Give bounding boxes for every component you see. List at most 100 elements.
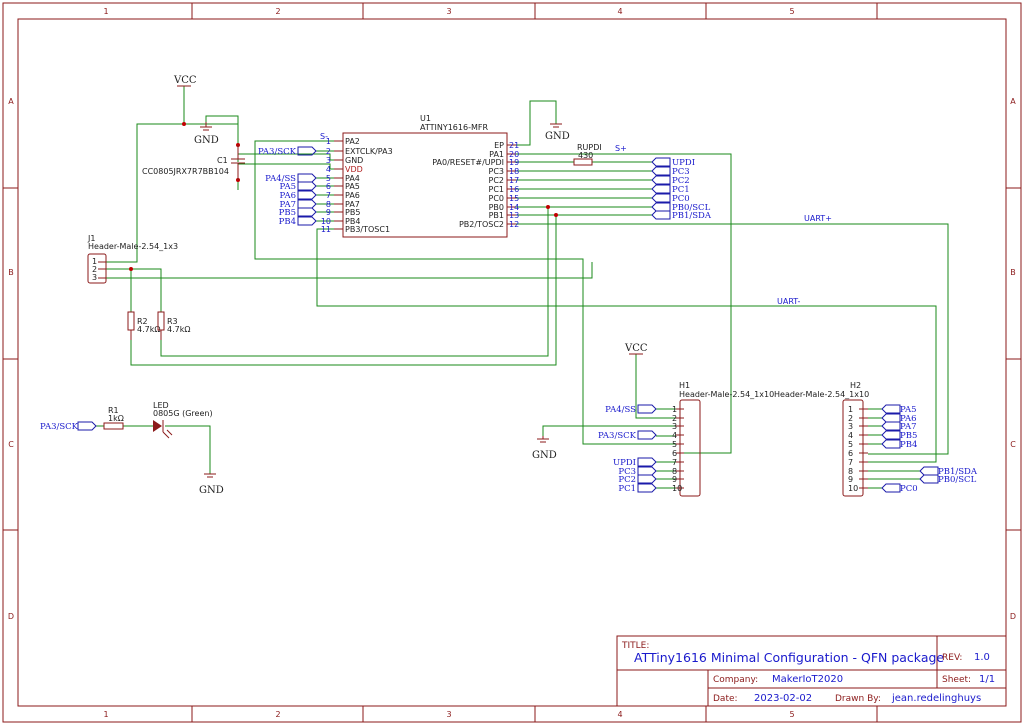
led-circuit: PA3/SCK R1 1kΩ LED 0805G (Green) [40,401,213,439]
u1-pin-name: PC3 [489,167,505,176]
u1-net-label: PC2 [672,176,690,186]
u1-pin-name: PC2 [489,176,505,185]
h1-pin-number: 4 [672,431,677,440]
gnd-label: GND [545,131,570,142]
net-flag [297,146,317,156]
u1-pin-name: PB4 [345,217,360,226]
led-icon [153,420,162,432]
u1-pin-name: PC1 [489,185,505,194]
h1-net-label: PC2 [618,475,636,485]
vcc-symbol: VCC [173,75,197,87]
net-flag [881,421,901,431]
u1-net-label: PA4/SS [265,174,296,184]
u1-pin-name: PA5 [345,182,360,191]
u1-pin-number: 4 [326,165,331,174]
frame-row-label: A [8,97,14,106]
h2-net-label: PA6 [900,414,917,424]
date-value: 2023-02-02 [754,693,812,704]
h1-net-label: PA4/SS [605,405,636,415]
net-flag [881,439,901,449]
h1-pin-number: 7 [672,458,677,467]
h2-net-label: PB1/SDA [938,467,978,477]
led-ref: LED [153,401,169,410]
frame-col-label: 4 [617,7,622,16]
u1-pin-name: PA4 [345,174,360,183]
u1-pin-number: 16 [509,185,519,194]
c1-part: CC0805JRX7R7BB104 [142,167,229,176]
frame-column-labels: 1 2 3 4 5 1 2 3 4 5 [103,7,794,719]
gnd-label: GND [194,135,219,146]
rev-value: 1.0 [974,652,990,663]
h2-pin-number: 5 [848,440,853,449]
frame-row-label: B [1010,268,1016,277]
net-s-minus: S- [320,132,328,141]
u1-net-label: PC0 [672,194,690,204]
u1-pin-name: PA1 [489,150,504,159]
title-text: ATTiny1616 Minimal Configuration - QFN p… [634,650,944,665]
h2-net-label: PC0 [900,484,918,494]
net-uart-minus: UART- [777,297,800,306]
h2-pin-number: 7 [848,458,853,467]
u1-net-label: PA5 [280,182,297,192]
header-h2: H2 Header-Male-2.54_1x10 [774,381,869,497]
h1-pin-number: 3 [672,422,677,431]
gnd-symbol: GND [199,473,224,496]
company-label: Company: [713,675,758,685]
net-flag [637,474,657,484]
net-flag [637,483,657,493]
net-flag [637,466,657,476]
r2-ref: R2 [137,317,148,326]
resistor-rupdi: RUPDI 430 [573,143,602,166]
u1-pin-number: 19 [509,158,519,167]
h1-part: Header-Male-2.54_1x10 [679,390,774,399]
vcc-symbol: VCC [624,343,648,355]
h2-pin-number: 4 [848,431,853,440]
frame-row-label: A [1010,97,1016,106]
title-block: TITLE: ATTiny1616 Minimal Configuration … [616,635,1007,707]
u1-pin-name: PA2 [345,137,360,146]
h2-net-label: PA5 [900,405,917,415]
j1-ref: J1 [87,234,95,243]
h2-pin-number: 9 [848,475,853,484]
u1-net-label: PC3 [672,167,690,177]
h1-net-label: UPDI [613,458,636,468]
net-flag [637,457,657,467]
u1-pin-number: 9 [326,208,331,217]
h1-pin-number: 1 [672,405,677,414]
net-s-plus: S+ [615,144,627,153]
net-flag [637,430,657,440]
net-flag [637,404,657,414]
u1-net-label: PB0/SCL [672,203,711,213]
r1-ref: R1 [108,406,119,415]
resistor-r3: R3 4.7kΩ [157,311,190,340]
net-flag [651,166,671,176]
u1-net-label: PA7 [280,200,297,210]
u1-pin-number: 15 [509,194,519,203]
vcc-label: VCC [173,75,197,86]
u1-pin-name: VDD [345,165,363,174]
rupdi-value: 430 [578,151,593,160]
r2-value: 4.7kΩ [137,325,160,334]
h2-pin-number: 8 [848,467,853,476]
company-value: MakerIoT2020 [772,674,843,685]
h1-ref: H1 [679,381,690,390]
u1-pin-name: PB0 [489,203,504,212]
u1-pin-number: 21 [509,141,519,150]
net-flag [651,175,671,185]
led-net-label: PA3/SCK [40,422,79,432]
net-flag [651,193,671,203]
h1-pin-number: 9 [672,475,677,484]
j1-pin: 2 [92,265,97,274]
net-flag [651,157,671,167]
u1-pin-number: 2 [326,147,331,156]
ic-u1: U1 ATTINY1616-MFR [342,114,508,238]
net-flag [297,173,317,183]
u1-net-label: PB4 [279,217,296,227]
frame-row-label: B [8,268,14,277]
h2-pin-number: 2 [848,414,853,423]
net-flag [651,210,671,220]
led-value: 0805G (Green) [153,409,213,418]
u1-net-label: PA6 [280,191,297,201]
u1-part: ATTINY1616-MFR [420,123,488,132]
